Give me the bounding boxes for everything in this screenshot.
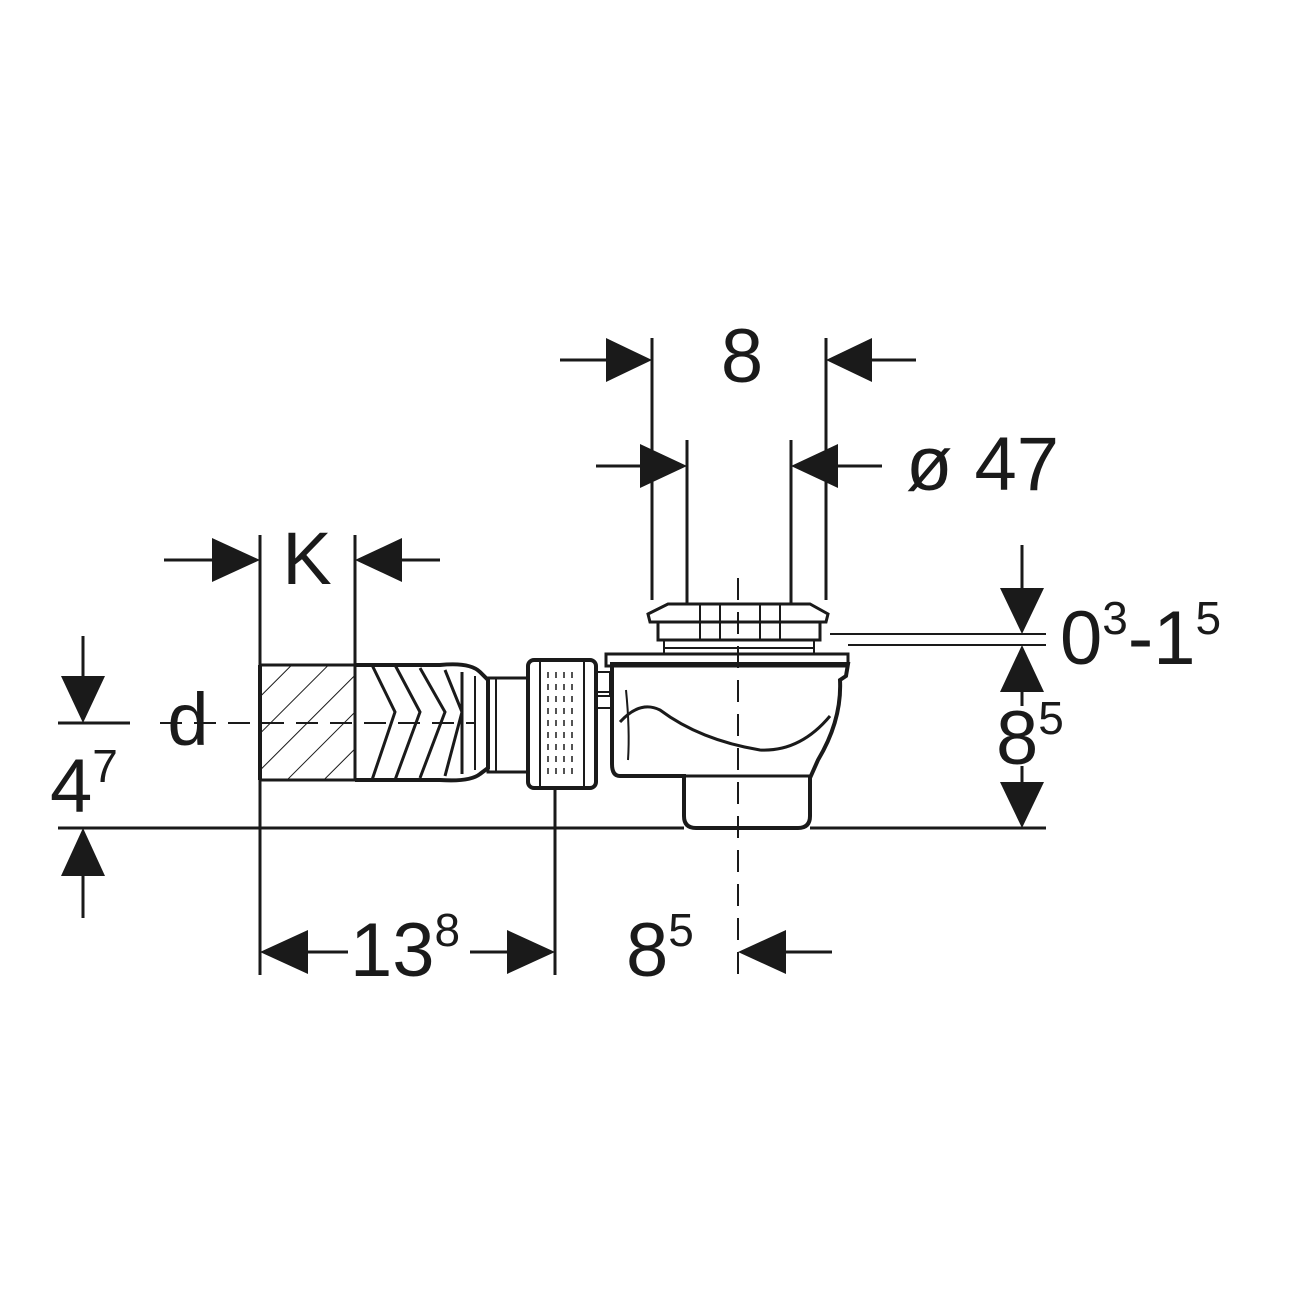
range-a-sup: 3	[1102, 592, 1128, 644]
range-a-main: 0	[1060, 596, 1102, 681]
offset-label: 85	[626, 904, 694, 993]
k-label: K	[282, 517, 331, 600]
right-height-sup: 5	[1038, 692, 1064, 744]
range-label: 03-15	[1060, 592, 1221, 681]
dimension-lines	[58, 338, 1046, 975]
diameter-label: ø 47	[906, 422, 1059, 507]
offset-sup: 5	[668, 904, 694, 956]
range-b-main: 1	[1153, 596, 1195, 681]
outlet-width-label: 8	[721, 314, 763, 399]
diameter-value: 47	[974, 422, 1059, 507]
range-dash: -	[1128, 596, 1153, 681]
centre-lines	[160, 578, 739, 980]
range-b-sup: 5	[1195, 592, 1221, 644]
length-label: 138	[350, 904, 460, 993]
left-height-label: 47	[50, 740, 118, 829]
right-height-label: 85	[996, 692, 1064, 781]
diameter-symbol: ø	[906, 422, 952, 507]
trap-body	[604, 652, 851, 830]
left-height-main: 4	[50, 744, 92, 829]
length-main: 13	[350, 908, 435, 993]
drain-part	[160, 578, 851, 980]
d-label: d	[167, 678, 208, 761]
right-height-main: 8	[996, 696, 1038, 781]
length-sup: 8	[435, 904, 461, 956]
offset-main: 8	[626, 908, 668, 993]
left-height-sup: 7	[92, 740, 118, 792]
union-nut	[526, 658, 615, 790]
